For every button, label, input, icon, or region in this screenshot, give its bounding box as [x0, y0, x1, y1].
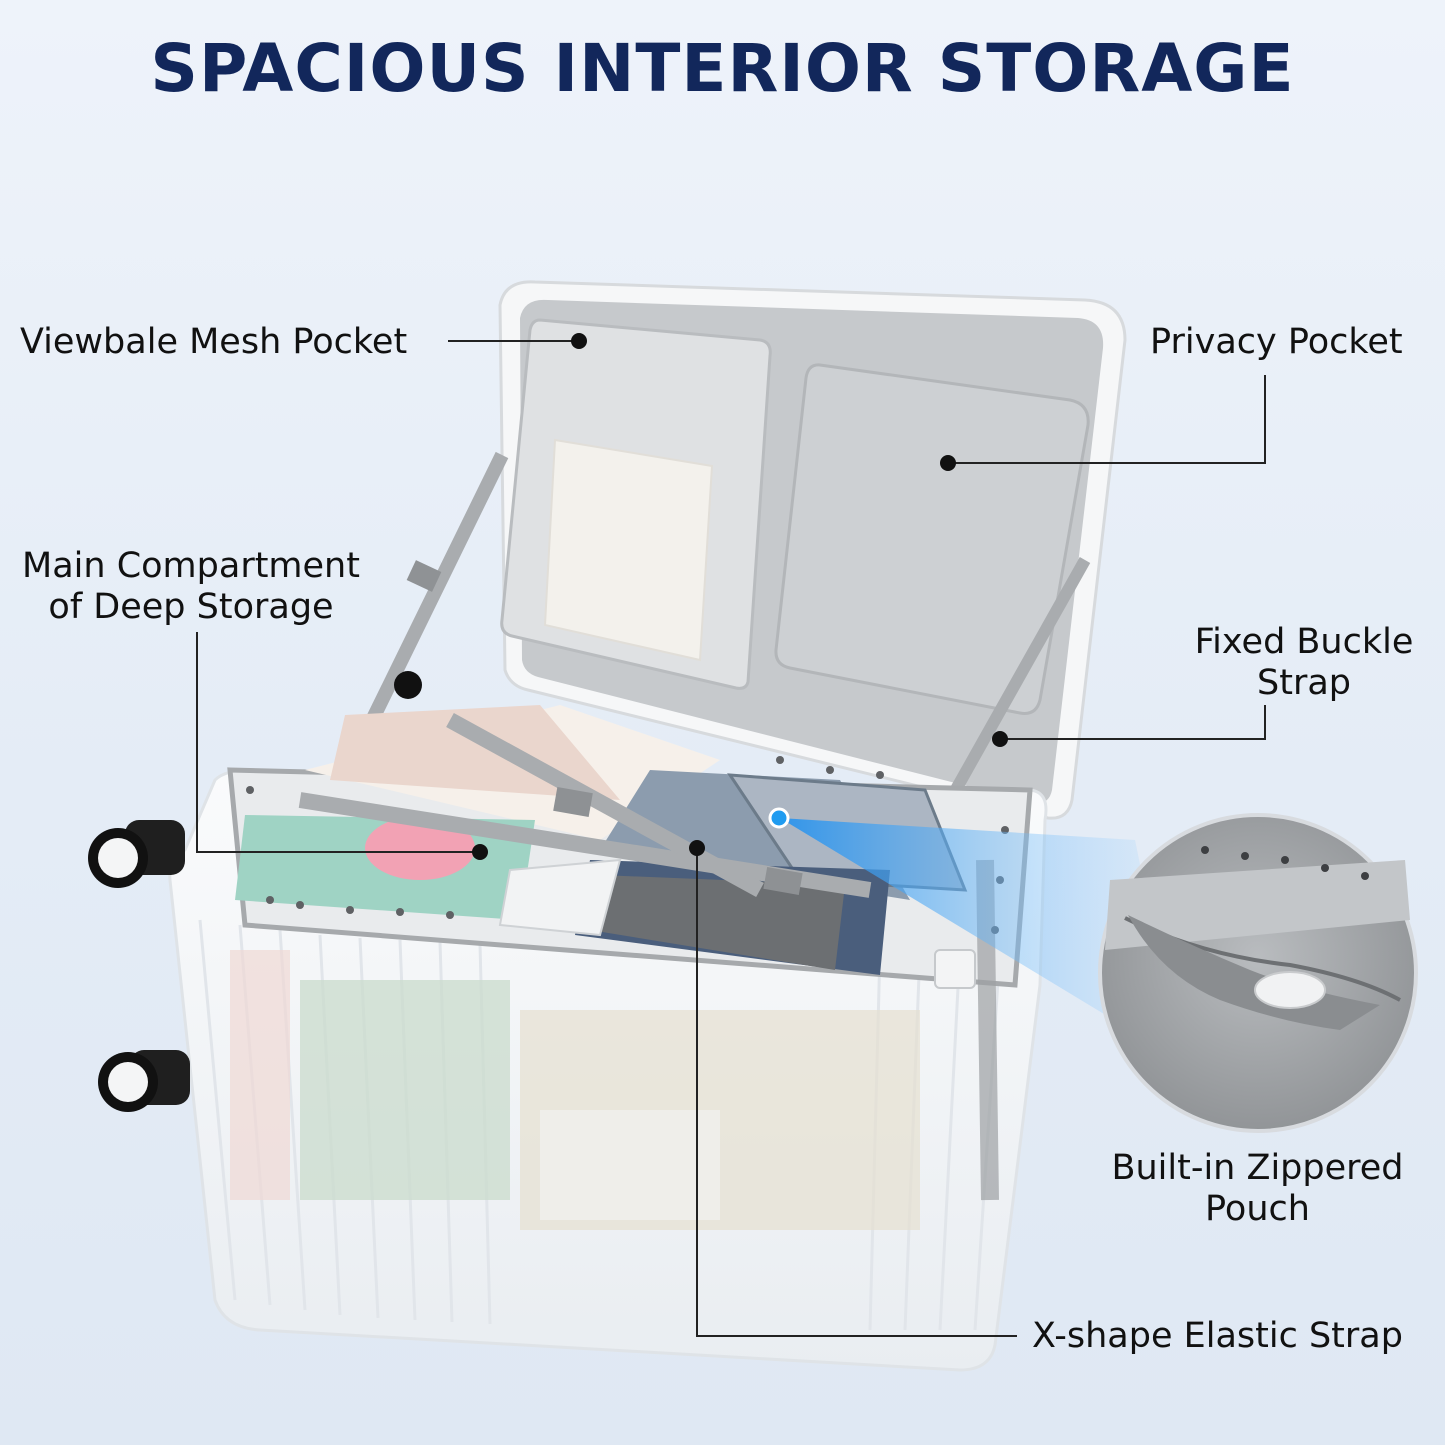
label-main-compartment-line1: Main Compartment: [22, 546, 360, 586]
label-zippered-pouch-line1: Built-in Zippered: [1111, 1148, 1404, 1188]
label-zippered-pouch-line2: Pouch: [1205, 1189, 1310, 1229]
callout-dots: [472, 333, 1008, 860]
label-mesh-pocket: Viewbale Mesh Pocket: [20, 322, 408, 362]
label-elastic-strap: X-shape Elastic Strap: [1032, 1316, 1403, 1356]
label-buckle-strap-line2: Strap: [1257, 663, 1351, 703]
label-main-compartment: Main Compartment of Deep Storage: [16, 546, 366, 628]
label-buckle-strap: Fixed Buckle Strap: [1185, 622, 1423, 704]
privacy-pocket: [774, 363, 1090, 715]
headline: SPACIOUS INTERIOR STORAGE: [150, 30, 1295, 107]
suitcase-body: [168, 705, 1048, 1372]
wheels: [88, 671, 422, 1112]
zippered-pouch-zoom: [1098, 813, 1418, 1133]
label-zippered-pouch: Built-in Zippered Pouch: [1100, 1148, 1415, 1230]
label-main-compartment-line2: of Deep Storage: [48, 587, 334, 627]
label-privacy-pocket: Privacy Pocket: [1150, 322, 1403, 362]
label-buckle-strap-line1: Fixed Buckle: [1194, 622, 1414, 662]
suitcase-lid: [353, 280, 1127, 820]
callout-leaders: [196, 340, 1266, 1337]
